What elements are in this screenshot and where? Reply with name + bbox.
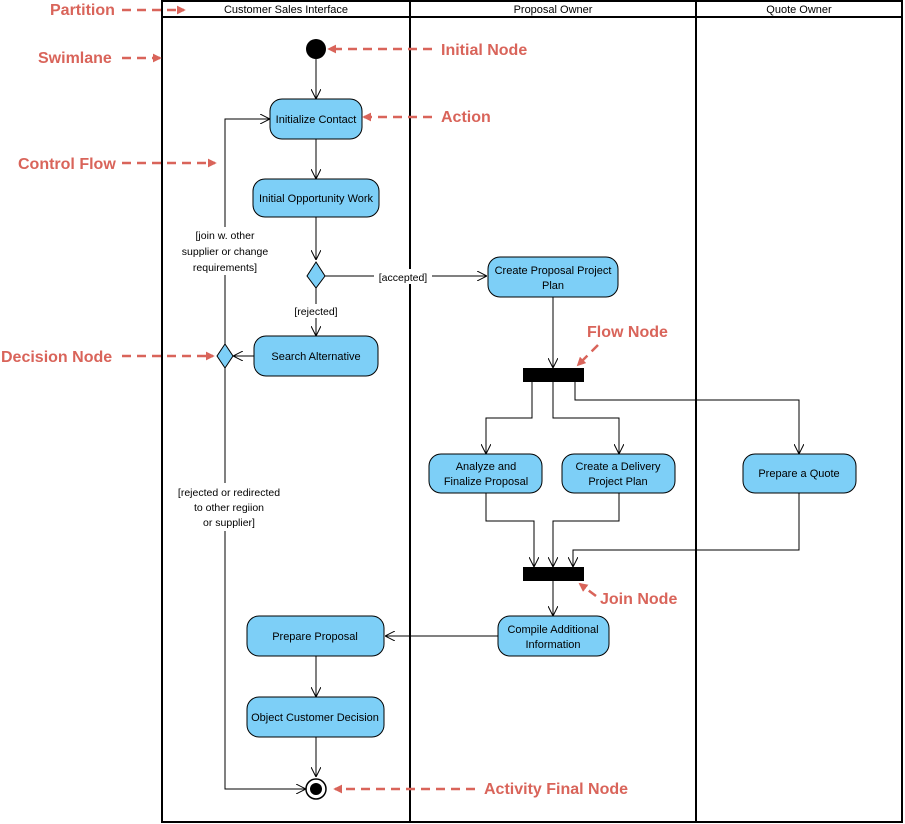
annotation-initial-node: Initial Node bbox=[441, 42, 527, 59]
annotation-arrow-join-node bbox=[578, 582, 597, 597]
flow-quote-to-join bbox=[573, 493, 800, 567]
action-create-proposal-project-plan: Create Proposal Project Plan bbox=[487, 256, 619, 298]
action-analyze-finalize-proposal: Analyze and Finalize Proposal bbox=[428, 453, 543, 494]
svg-text:Create a Delivery: Create a Delivery bbox=[576, 461, 661, 473]
svg-text:[accepted]: [accepted] bbox=[379, 272, 428, 284]
svg-text:Prepare Proposal: Prepare Proposal bbox=[272, 631, 358, 643]
flow-fork-to-analyze bbox=[486, 382, 533, 454]
svg-text:[rejected]: [rejected] bbox=[294, 306, 337, 318]
annotation-action: Action bbox=[441, 109, 491, 126]
svg-text:Object Customer Decision: Object Customer Decision bbox=[251, 712, 379, 724]
svg-text:Create Proposal Project: Create Proposal Project bbox=[495, 265, 612, 277]
flow-fork-to-delivery bbox=[552, 382, 619, 454]
svg-text:Search Alternative: Search Alternative bbox=[271, 351, 360, 363]
fork-node bbox=[523, 368, 584, 382]
flow-fork-to-quote bbox=[574, 382, 799, 454]
action-create-delivery-project-plan: Create a Delivery Project Plan bbox=[561, 453, 676, 494]
flow-analyze-to-join bbox=[485, 493, 534, 567]
lane-title-quote-owner: Quote Owner bbox=[766, 4, 832, 16]
svg-text:Information: Information bbox=[525, 639, 580, 651]
guard-accepted: [accepted] bbox=[374, 269, 432, 284]
svg-text:Analyze and: Analyze and bbox=[456, 461, 517, 473]
activity-final-node bbox=[305, 778, 327, 800]
action-object-customer-decision: Object Customer Decision bbox=[246, 696, 385, 738]
svg-text:requirements]: requirements] bbox=[193, 262, 257, 274]
action-prepare-quote: Prepare a Quote bbox=[742, 453, 857, 494]
guard-join-other-supplier: [join w. other supplier or change requir… bbox=[172, 227, 278, 275]
svg-text:or supplier]: or supplier] bbox=[203, 517, 255, 529]
annotation-arrow-flow-node bbox=[576, 344, 599, 367]
svg-text:[rejected or redirected: [rejected or redirected bbox=[178, 487, 280, 499]
join-node bbox=[523, 567, 584, 581]
annotation-control-flow: Control Flow bbox=[18, 156, 116, 173]
decision-node-opportunity bbox=[306, 261, 326, 289]
initial-node bbox=[306, 39, 326, 59]
action-initialize-contact: Initialize Contact bbox=[269, 98, 363, 140]
swimlane-border bbox=[161, 0, 903, 823]
annotation-flow-node: Flow Node bbox=[587, 324, 668, 341]
annotation-decision-node: Decision Node bbox=[1, 349, 112, 366]
flow-delivery-to-join bbox=[553, 493, 620, 567]
annotations: Partition Swimlane Initial Node Action C… bbox=[1, 2, 677, 798]
action-search-alternative: Search Alternative bbox=[253, 335, 379, 377]
lane-title-customer: Customer Sales Interface bbox=[224, 4, 348, 16]
svg-text:supplier or change: supplier or change bbox=[182, 246, 269, 258]
svg-text:Plan: Plan bbox=[542, 280, 564, 292]
swimlane-frame: Customer Sales Interface Proposal Owner … bbox=[161, 0, 903, 823]
annotation-swimlane: Swimlane bbox=[38, 50, 112, 67]
annotation-partition: Partition bbox=[50, 2, 115, 19]
svg-text:[join w. other: [join w. other bbox=[196, 230, 255, 242]
annotation-join-node: Join Node bbox=[600, 591, 677, 608]
action-initial-opportunity-work: Initial Opportunity Work bbox=[252, 178, 380, 218]
svg-text:to other regiion: to other regiion bbox=[194, 502, 264, 514]
action-prepare-proposal: Prepare Proposal bbox=[246, 615, 385, 657]
svg-text:Prepare a Quote: Prepare a Quote bbox=[758, 468, 839, 480]
decision-node-search bbox=[216, 343, 234, 369]
action-compile-additional-information: Compile Additional Information bbox=[497, 615, 610, 657]
guard-rejected-redirected: [rejected or redirected to other regiion… bbox=[171, 483, 287, 531]
guard-rejected: [rejected] bbox=[291, 304, 341, 318]
lane-title-proposal-owner: Proposal Owner bbox=[514, 4, 593, 16]
control-flows bbox=[224, 59, 800, 789]
svg-text:Initialize Contact: Initialize Contact bbox=[276, 114, 357, 126]
svg-text:Finalize Proposal: Finalize Proposal bbox=[444, 476, 528, 488]
annotation-activity-final-node: Activity Final Node bbox=[484, 781, 628, 798]
svg-text:Initial Opportunity Work: Initial Opportunity Work bbox=[259, 193, 374, 205]
svg-text:Compile Additional: Compile Additional bbox=[507, 624, 598, 636]
svg-text:Project Plan: Project Plan bbox=[588, 476, 647, 488]
